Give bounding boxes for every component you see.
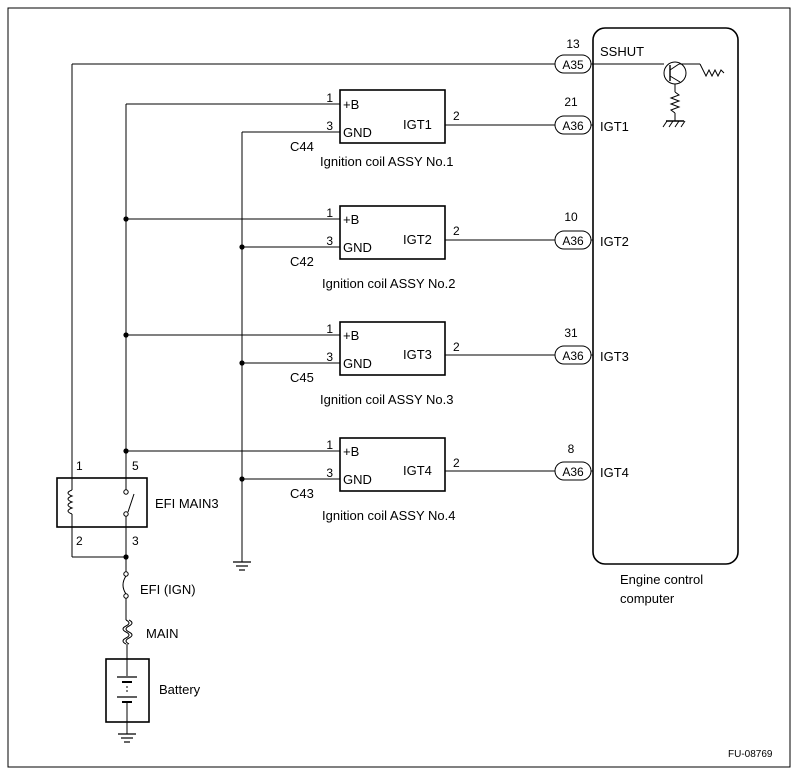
coil-4-pin-out: 2	[453, 456, 460, 470]
a36-label-3: A36	[562, 349, 584, 363]
battery-icon	[105, 658, 150, 743]
coil-4-connector: C43	[290, 486, 314, 501]
coil-3-pin-gnd: 3	[326, 350, 333, 364]
ecu-pin-igt2: 10	[564, 210, 578, 224]
main-fuse-label: MAIN	[146, 626, 179, 641]
coil-3-pin-b: 1	[326, 322, 333, 336]
coil-3-connector: C45	[290, 370, 314, 385]
transistor-symbol	[593, 61, 725, 128]
diagram-id: FU-08769	[728, 749, 773, 760]
junction-dot	[123, 448, 129, 454]
diagram-frame	[7, 7, 791, 768]
coil-1-pin-b: 1	[326, 91, 333, 105]
coil-row-2: +B GND IGT2 1 3 2 C42 Ignition coil ASSY…	[126, 205, 629, 291]
junction-dot	[239, 476, 245, 482]
ignition-coil-3-box	[339, 321, 446, 376]
sshut-pin-number: 13	[566, 37, 580, 51]
efi-ign-fuse-icon	[122, 571, 129, 599]
coil-1-pin-out: 2	[453, 109, 460, 123]
coil-2-pin-b: 1	[326, 206, 333, 220]
coil-2-name: Ignition coil ASSY No.2	[322, 276, 455, 291]
junction-dot	[123, 554, 129, 560]
relay-name: EFI MAIN3	[155, 496, 219, 511]
ecu-label-igt4: IGT4	[600, 465, 629, 480]
ecu-pin-igt4: 8	[568, 442, 575, 456]
relay-pin-3: 3	[132, 534, 139, 548]
ground-symbol	[233, 561, 251, 571]
ecu-name-line2: computer	[620, 591, 675, 606]
coil-2-connector: C42	[290, 254, 314, 269]
coil-4-name: Ignition coil ASSY No.4	[322, 508, 455, 523]
coil-2-gnd-label: GND	[343, 240, 372, 255]
ignition-coil-4-box	[339, 437, 446, 492]
ignition-coil-1-box	[339, 89, 446, 144]
junction-dot	[123, 332, 129, 338]
ecu-label-igt2: IGT2	[600, 234, 629, 249]
coil-3-pin-out: 2	[453, 340, 460, 354]
ecu-label-igt1: IGT1	[600, 119, 629, 134]
coil-2-pin-out: 2	[453, 224, 460, 238]
coil-1-pin-gnd: 3	[326, 119, 333, 133]
a35-label: A35	[562, 58, 584, 72]
a36-label-1: A36	[562, 119, 584, 133]
coil-row-3: +B GND IGT3 1 3 2 C45 Ignition coil ASSY…	[126, 321, 629, 407]
relay-pin-5: 5	[132, 459, 139, 473]
coil-1-gnd-label: GND	[343, 125, 372, 140]
main-fusible-link-icon	[122, 619, 133, 645]
efi-ign-fuse-label: EFI (IGN)	[140, 582, 196, 597]
engine-control-computer-box	[592, 27, 739, 565]
coil-4-b-label: +B	[343, 444, 359, 459]
relay-pin-2: 2	[76, 534, 83, 548]
sshut-label: SSHUT	[600, 44, 644, 59]
coil-4-pin-gnd: 3	[326, 466, 333, 480]
coil-row-1: +B GND IGT1 1 3 2 C44 Ignition coil ASSY…	[126, 89, 629, 169]
coil-2-pin-gnd: 3	[326, 234, 333, 248]
coil-2-b-label: +B	[343, 212, 359, 227]
coil-1-signal-label: IGT1	[403, 117, 432, 132]
relay-coil-icon	[67, 489, 74, 515]
efi-main3-relay: 1 5 2 3 EFI MAIN3	[56, 459, 219, 548]
coil-4-pin-b: 1	[326, 438, 333, 452]
ecu-name-line1: Engine control	[620, 572, 703, 587]
coil-3-b-label: +B	[343, 328, 359, 343]
coil-1-b-label: +B	[343, 97, 359, 112]
coil-4-signal-label: IGT4	[403, 463, 432, 478]
junction-dot	[123, 216, 129, 222]
coil-2-signal-label: IGT2	[403, 232, 432, 247]
a35-connector	[554, 54, 592, 74]
relay-switch-icon	[123, 489, 129, 495]
ecu-pin-igt1: 21	[564, 95, 578, 109]
coil-row-4: +B GND IGT4 1 3 2 C43 Ignition coil ASSY…	[126, 437, 629, 523]
coil-1-name: Ignition coil ASSY No.1	[320, 154, 453, 169]
ecu-pin-igt3: 31	[564, 326, 578, 340]
coil-3-gnd-label: GND	[343, 356, 372, 371]
ecu-label-igt3: IGT3	[600, 349, 629, 364]
junction-dot	[239, 244, 245, 250]
ignition-coil-2-box	[339, 205, 446, 260]
a36-label-2: A36	[562, 234, 584, 248]
coil-1-connector: C44	[290, 139, 314, 154]
coil-4-gnd-label: GND	[343, 472, 372, 487]
coil-3-signal-label: IGT3	[403, 347, 432, 362]
a36-label-4: A36	[562, 465, 584, 479]
junction-dot	[239, 360, 245, 366]
coil-3-name: Ignition coil ASSY No.3	[320, 392, 453, 407]
relay-pin-1: 1	[76, 459, 83, 473]
battery-label: Battery	[159, 682, 201, 697]
